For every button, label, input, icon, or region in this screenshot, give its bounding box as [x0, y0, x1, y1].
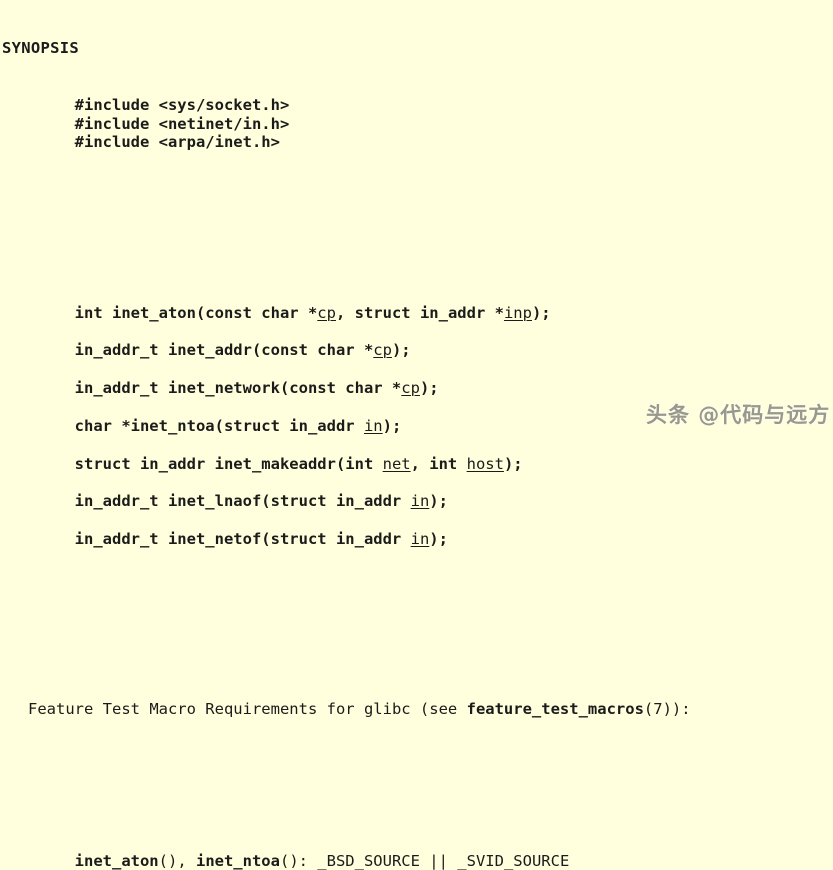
parameter-name: cp: [373, 341, 392, 360]
parameter-name: net: [382, 454, 411, 473]
code-span: char *inet_ntoa(struct in_addr: [74, 416, 364, 435]
parameter-name: in: [410, 492, 430, 511]
indent: [0, 115, 75, 133]
code-span: in_addr_t inet_netof(struct in_addr: [74, 530, 411, 549]
spacer: [0, 360, 833, 379]
indent: [0, 133, 75, 151]
parameter-name: inp: [503, 303, 532, 322]
code-span: );: [503, 454, 523, 473]
indent: [0, 492, 75, 510]
code-span: (7)):: [643, 700, 691, 719]
synopsis-body: #include <sys/socket.h> #include <netine…: [0, 20, 833, 870]
code-span: );: [531, 303, 551, 322]
function-declaration: in_addr_t inet_addr(const char *cp);: [0, 341, 833, 360]
indent: [0, 417, 75, 435]
spacer: [0, 511, 833, 530]
code-span: in_addr_t inet_addr(const char *: [74, 341, 374, 360]
parameter-name: host: [466, 454, 504, 473]
code-span: , int: [410, 454, 467, 473]
code-span: (),: [158, 851, 196, 870]
section-heading: SYNOPSIS: [2, 38, 80, 57]
indent: [0, 455, 75, 473]
code-span: in_addr_t inet_network(const char *: [74, 379, 402, 398]
code-span: (): _BSD_SOURCE || _SVID_SOURCE: [279, 851, 570, 870]
function-declaration: int inet_aton(const char *cp, struct in_…: [0, 304, 833, 323]
function-declaration: in_addr_t inet_lnaof(struct in_addr in);: [0, 492, 833, 511]
feature-test-macro-entry: inet_aton(), inet_ntoa(): _BSD_SOURCE ||…: [0, 852, 833, 870]
code-span: );: [429, 530, 448, 549]
code-span: );: [419, 379, 439, 398]
spacer: [0, 606, 833, 625]
spacer: [0, 776, 833, 795]
include-list: #include <sys/socket.h> #include <netine…: [0, 96, 833, 153]
feature-test-macro-requirements: Feature Test Macro Requirements for glib…: [0, 700, 833, 719]
indent: [0, 341, 75, 359]
parameter-name: cp: [317, 303, 336, 322]
code-span: struct in_addr inet_makeaddr(int: [74, 454, 383, 473]
code-span: #include <sys/socket.h>: [74, 95, 290, 114]
function-declaration: in_addr_t inet_network(const char *cp);: [0, 379, 833, 398]
spacer: [0, 209, 833, 228]
parameter-name: in: [410, 530, 430, 549]
function-declaration: char *inet_ntoa(struct in_addr in);: [0, 417, 833, 436]
code-span: in_addr_t inet_lnaof(struct in_addr: [74, 492, 411, 511]
include-directive: #include <sys/socket.h>: [0, 96, 833, 115]
code-span: int inet_aton(const char *: [74, 303, 318, 322]
spacer: [0, 436, 833, 455]
include-directive: #include <arpa/inet.h>: [0, 133, 833, 152]
function-declaration: struct in_addr inet_makeaddr(int net, in…: [0, 455, 833, 474]
indent: [0, 530, 75, 548]
spacer: [0, 474, 833, 493]
code-span: );: [391, 341, 411, 360]
synopsis-section: SYNOPSIS: [2, 1, 833, 96]
indent: [0, 304, 75, 322]
code-span: Feature Test Macro Requirements for glib…: [28, 700, 467, 719]
function-declaration: in_addr_t inet_netof(struct in_addr in);: [0, 530, 833, 549]
parameter-name: cp: [401, 379, 420, 398]
indent: [0, 700, 28, 718]
code-span: );: [382, 416, 402, 435]
code-span: inet_aton: [74, 851, 159, 870]
code-span: #include <netinet/in.h>: [74, 114, 290, 133]
code-span: #include <arpa/inet.h>: [74, 133, 280, 152]
code-span: feature_test_macros: [466, 700, 644, 719]
watermark: 头条 @代码与远方: [646, 403, 831, 427]
indent: [0, 852, 75, 870]
code-span: , struct in_addr *: [335, 303, 504, 322]
indent: [0, 96, 75, 114]
indent: [0, 379, 75, 397]
code-span: inet_ntoa: [195, 851, 280, 870]
parameter-name: in: [363, 416, 383, 435]
code-span: );: [429, 492, 448, 511]
spacer: [0, 322, 833, 341]
include-directive: #include <netinet/in.h>: [0, 115, 833, 134]
